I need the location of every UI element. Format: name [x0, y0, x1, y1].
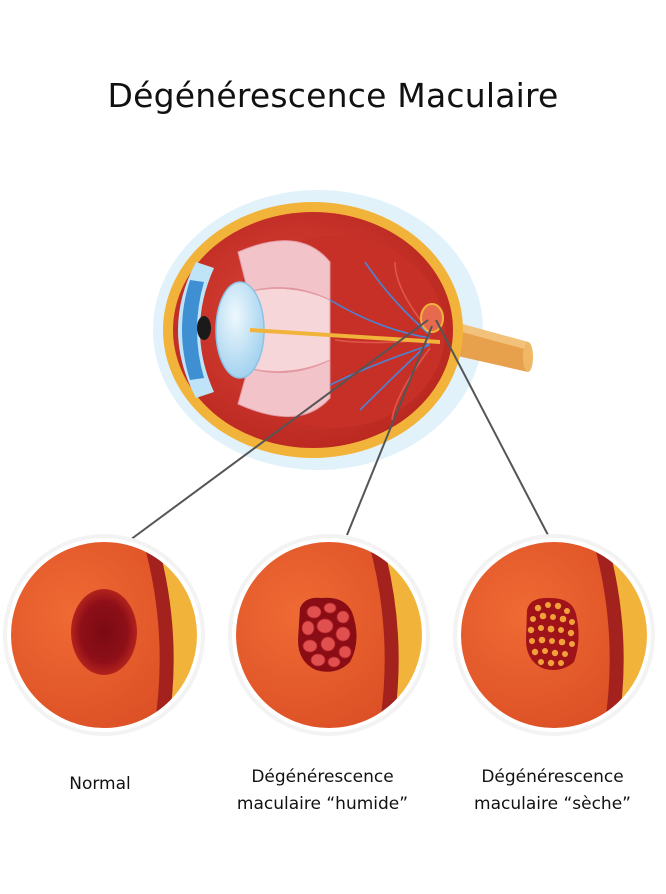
label-wet-amd: Dégénérescence maculaire “humide” — [215, 764, 430, 818]
macula-wet — [298, 597, 357, 672]
macula-normal — [71, 589, 137, 675]
label-wet-amd-line1: Dégénérescence — [251, 767, 394, 787]
pointer-line-wet — [346, 325, 433, 536]
ciliary-body — [237, 240, 331, 418]
panel-wet-amd — [228, 534, 430, 736]
panel-normal — [3, 534, 205, 736]
eye-cross-section — [153, 190, 533, 470]
page-title: Dégénérescence Maculaire — [107, 76, 559, 115]
label-dry-amd: Dégénérescence maculaire “sèche” — [445, 764, 660, 818]
visual-axis — [249, 328, 441, 344]
label-wet-amd-line2: maculaire “humide” — [236, 794, 409, 814]
pupil — [197, 316, 211, 340]
panel-dry-amd — [453, 534, 655, 736]
label-normal: Normal — [20, 771, 180, 798]
pointer-line-dry — [435, 319, 549, 536]
label-dry-amd-line2: maculaire “sèche” — [474, 794, 631, 814]
iris — [182, 280, 204, 380]
label-dry-amd-line1: Dégénérescence — [481, 767, 624, 787]
macula-dry — [526, 597, 579, 670]
label-normal-line1: Normal — [69, 774, 131, 794]
pointer-line-normal — [129, 319, 429, 541]
pointer-lines — [129, 319, 549, 541]
